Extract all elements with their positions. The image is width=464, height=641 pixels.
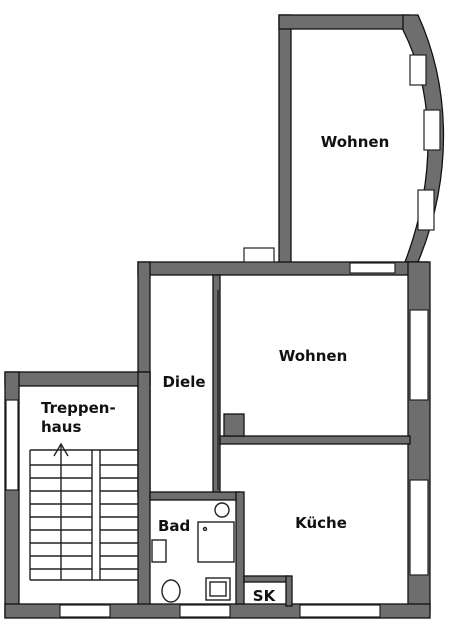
wall-diele-right (212, 274, 221, 496)
wall-top-room-left (278, 14, 292, 266)
wall-stairs-top (4, 371, 151, 387)
window-bottom-bath (179, 604, 231, 618)
label-wohnen-top: Wohnen (321, 133, 390, 151)
window-bay-3 (417, 189, 435, 231)
window-stairs-left (5, 399, 19, 491)
wall-stairs-right (137, 371, 151, 618)
chimney-block (223, 413, 245, 437)
wall-sk-top (243, 575, 289, 583)
shower-drain (202, 526, 208, 532)
staircase (29, 442, 138, 581)
label-kueche: Küche (295, 514, 347, 532)
room-labels: Wohnen Wohnen Diele Treppen- haus Bad Kü… (41, 133, 389, 605)
window-bottom-left (59, 604, 111, 618)
wall-top-room-top (278, 14, 410, 30)
window-bay-2 (423, 109, 441, 151)
window-top-wall (349, 262, 396, 274)
label-wohnen-middle: Wohnen (279, 347, 348, 365)
wall-basin (151, 539, 167, 563)
wall-bath-top (149, 491, 241, 501)
bath-fixtures (151, 502, 235, 603)
window-diele-top (243, 247, 275, 263)
window-right-kueche (409, 479, 429, 576)
washbasin-top (214, 502, 230, 518)
wall-sk-right (285, 575, 293, 607)
window-bottom-kueche (299, 604, 381, 618)
label-treppenhaus-2: haus (41, 418, 81, 436)
label-diele: Diele (162, 373, 205, 391)
label-bad: Bad (158, 517, 190, 535)
window-bay-1 (409, 54, 427, 86)
toilet (161, 579, 181, 603)
wall-bath-right (235, 491, 245, 618)
label-treppenhaus-1: Treppen- (41, 399, 116, 417)
windows (5, 54, 441, 618)
wall-wohnen-kueche (219, 435, 411, 445)
label-sk: SK (253, 587, 277, 605)
window-right-wohnen (409, 309, 429, 401)
doors (149, 290, 219, 490)
